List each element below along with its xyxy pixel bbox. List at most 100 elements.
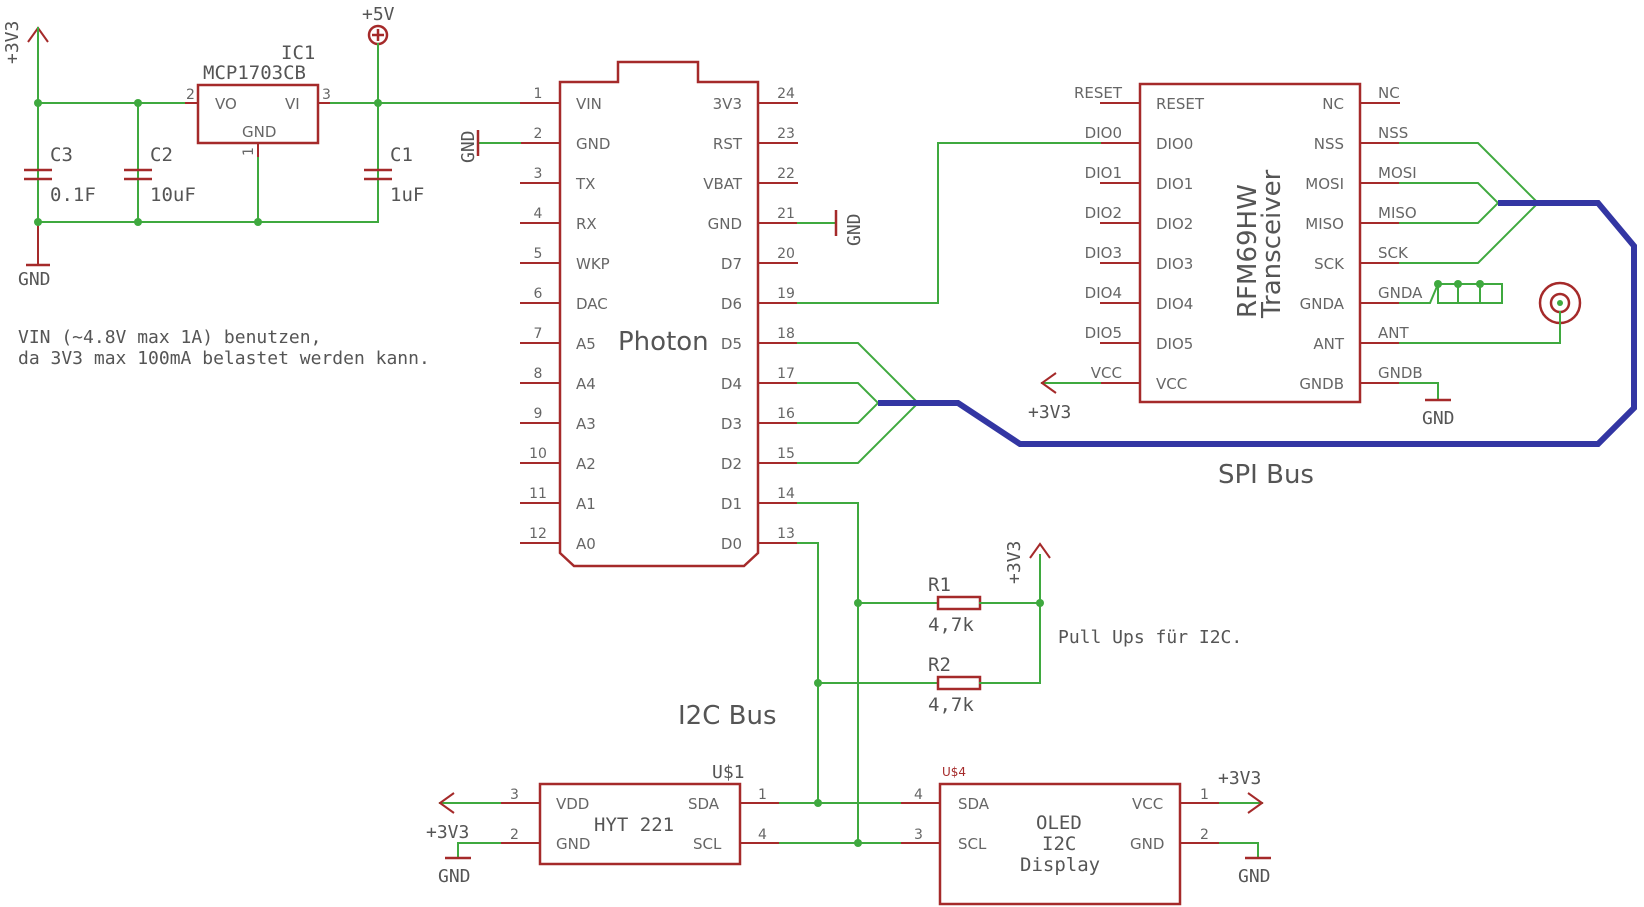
photon-ground-right: GND: [797, 210, 865, 246]
oled-title-line1: OLED: [1036, 812, 1082, 834]
r1-value: 4,7k: [928, 614, 974, 636]
photon-pin-number: 3: [534, 166, 543, 182]
photon-module: Photon 1VIN2GND3TX4RX5WKP6DAC7A58A49A310…: [458, 60, 865, 568]
ground-label: GND: [18, 269, 51, 290]
rfm-pin-signal: NC: [1378, 84, 1400, 102]
spi-bus-label: SPI Bus: [1218, 460, 1314, 490]
supply-label: +5V: [362, 4, 395, 25]
photon-pin-name: GND: [576, 135, 610, 153]
c3-value: 0.1F: [50, 184, 96, 206]
i2c-bus-label: I2C Bus: [678, 701, 777, 731]
hyt-title: HYT 221: [594, 814, 674, 836]
ic1-pin-num: 3: [322, 87, 331, 103]
oled-pin-scl: SCL: [958, 835, 987, 853]
photon-pin-number: 9: [534, 406, 543, 422]
photon-pin-name: TX: [575, 175, 595, 193]
rfm-pin-name: ANT: [1313, 335, 1344, 353]
photon-pin-number: 2: [534, 126, 543, 142]
photon-pin-number: 16: [777, 406, 795, 422]
ground-label: GND: [458, 130, 479, 163]
c1-value: 1uF: [390, 184, 424, 206]
supply-label: +3V3: [426, 822, 469, 843]
rfm-title-line2: Transceiver: [1257, 169, 1287, 319]
ic1-name: IC1: [281, 42, 315, 64]
signal-wires: SPI Bus: [797, 142, 1637, 490]
note-line-2: da 3V3 max 100mA belastet werden kann.: [18, 348, 430, 369]
photon-pin-name: A0: [576, 535, 596, 553]
rfm-pin-signal: DIO3: [1085, 244, 1122, 262]
rfm-pin-signal: SCK: [1378, 244, 1409, 262]
rfm-pin-signal: RESET: [1074, 84, 1123, 102]
photon-pin-number: 7: [534, 326, 543, 342]
capacitor-c3: C3 0.1F: [24, 102, 96, 206]
photon-pin-number: 19: [777, 286, 795, 302]
photon-pin-name: D4: [721, 375, 742, 393]
ic1-pin-num: 1: [241, 147, 257, 156]
c1-name: C1: [390, 144, 413, 166]
photon-pin-number: 21: [777, 206, 795, 222]
photon-pin-number: 15: [777, 446, 795, 462]
hyt-pin-gnd: GND: [556, 835, 590, 853]
hyt221-sensor: U$1 HYT 221 VDD GND SDA SCL 3 2 1 4 +3V3…: [426, 762, 859, 887]
ic1-pin-vo: VO: [215, 95, 237, 113]
photon-pin-number: 18: [777, 326, 795, 342]
photon-pin-name: VBAT: [703, 175, 743, 193]
photon-pin-name: 3V3: [713, 95, 742, 113]
oled-pin-num: 3: [914, 827, 923, 843]
oled-pin-num: 2: [1200, 827, 1209, 843]
rfm-pin-signal: DIO0: [1085, 124, 1122, 142]
rfm-pin-signal: DIO4: [1085, 284, 1122, 302]
note-line-1: VIN (~4.8V max 1A) benutzen,: [18, 327, 321, 348]
ground-symbol-left: GND: [18, 222, 51, 290]
photon-pin-name: VIN: [576, 95, 602, 113]
spi-bus-line: [878, 200, 1637, 447]
ic1-pin-vi: VI: [285, 95, 300, 113]
rfm-supply: +3V3: [1028, 372, 1101, 423]
photon-pin-number: 10: [529, 446, 547, 462]
hyt-pin-num: 4: [758, 827, 767, 843]
resistor-r1: R1 4,7k: [857, 574, 1041, 636]
r2-value: 4,7k: [928, 694, 974, 716]
photon-pin-name: A5: [576, 335, 596, 353]
ground-label: GND: [1422, 408, 1455, 429]
photon-pin-name: A3: [576, 415, 596, 433]
photon-pin-number: 12: [529, 526, 547, 542]
rfm-pin-name: DIO3: [1156, 255, 1193, 273]
oled-title-line2: I2C: [1042, 833, 1076, 855]
rfm-pin-name: DIO5: [1156, 335, 1193, 353]
rfm-pin-name: MISO: [1305, 215, 1344, 233]
ic1-pin-gnd: GND: [242, 123, 276, 141]
rfm-pin-signal: MOSI: [1378, 164, 1417, 182]
oled-title-line3: Display: [1020, 854, 1100, 876]
photon-pin-number: 20: [777, 246, 795, 262]
c2-name: C2: [150, 144, 173, 166]
rfm-pin-signal: NSS: [1378, 124, 1408, 142]
ground-label: GND: [1238, 866, 1271, 887]
c2-value: 10uF: [150, 184, 196, 206]
rfm-pin-name: DIO2: [1156, 215, 1193, 233]
photon-pin-name: D6: [721, 295, 742, 313]
hyt-pin-sda: SDA: [688, 795, 720, 813]
hyt-pin-num: 2: [510, 827, 519, 843]
rfm-pin-signal: DIO1: [1085, 164, 1122, 182]
power-note: VIN (~4.8V max 1A) benutzen, da 3V3 max …: [18, 327, 430, 369]
rfm-title-line1: RFM69HW: [1233, 184, 1263, 318]
c3-name: C3: [50, 144, 73, 166]
rfm69hw-module: RFM69HW Transceiver RESETRESETDIO0DIO0DI…: [1028, 82, 1582, 429]
supply-label: +3V3: [1218, 768, 1261, 789]
photon-title: Photon: [618, 327, 709, 357]
rfm-pin-name: SCK: [1314, 255, 1345, 273]
rfm-pin-signal: GNDB: [1378, 364, 1423, 382]
supply-5v: +5V: [362, 4, 395, 104]
antenna-connector: [1399, 280, 1582, 344]
rfm-pin-name: GNDA: [1300, 295, 1345, 313]
supply-label: +3V3: [2, 21, 23, 64]
photon-pins: 1VIN2GND3TX4RX5WKP6DAC7A58A49A310A211A11…: [520, 86, 798, 553]
oled-designator: U$4: [942, 765, 966, 779]
rfm-pin-signal: DIO2: [1085, 204, 1122, 222]
photon-pin-name: D7: [721, 255, 742, 273]
photon-pin-number: 8: [534, 366, 543, 382]
photon-pin-name: WKP: [576, 255, 610, 273]
photon-pin-number: 17: [777, 366, 795, 382]
photon-ground-left: GND: [458, 130, 521, 163]
